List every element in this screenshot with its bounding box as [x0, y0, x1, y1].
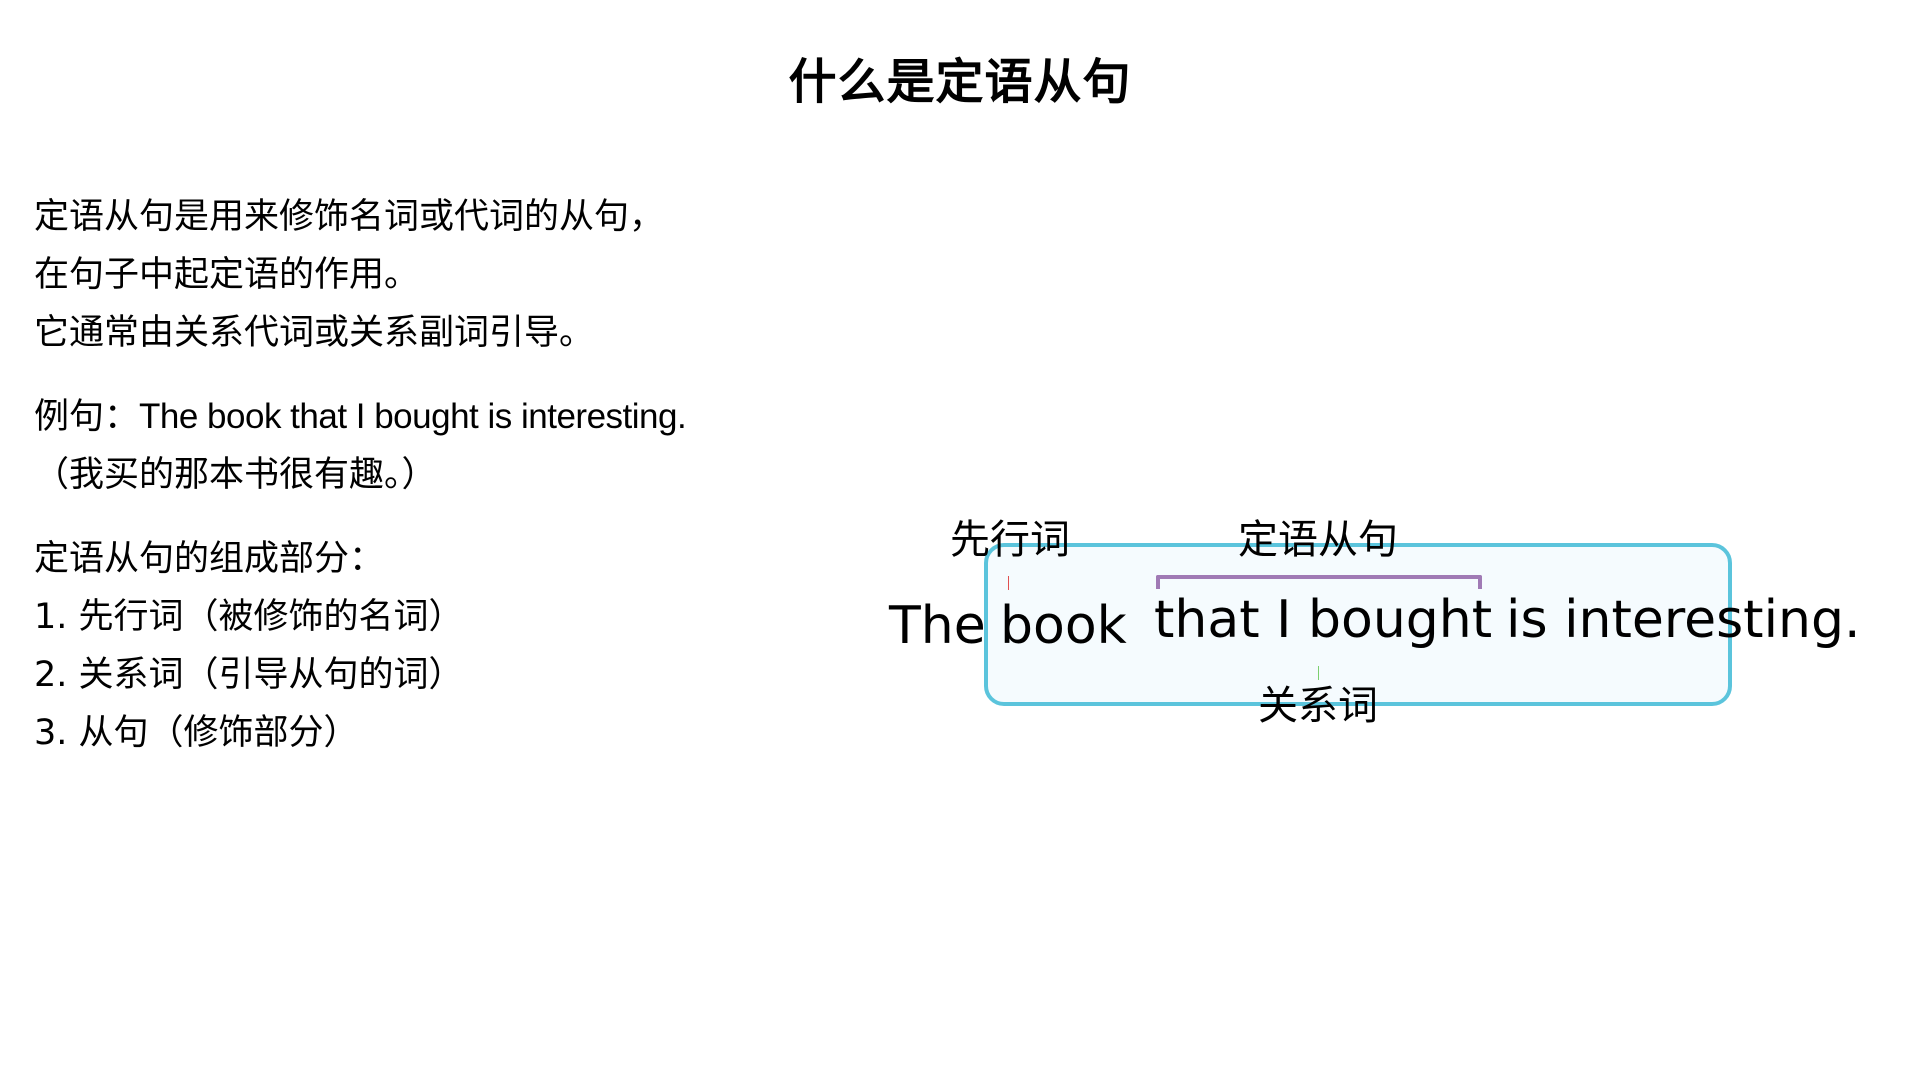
slide-title: 什么是定语从句 — [788, 54, 1132, 110]
example-sentence: The book that I bought is interesting. — [139, 397, 687, 436]
definition-line: 它通常由关系代词或关系副词引导。 — [34, 313, 595, 353]
relative-word-arrow-icon — [1318, 666, 1319, 680]
word-the: The — [889, 596, 986, 656]
example-translation: （我买的那本书很有趣。） — [34, 455, 437, 495]
explanation-column: 定语从句是用来修饰名词或代词的从句， 在句子中起定语的作用。 它通常由关系代词或… — [34, 188, 687, 762]
components-paragraph: 定语从句的组成部分： 1. 先行词（被修饰的名词） 2. 关系词（引导从句的词）… — [34, 530, 686, 762]
antecedent-label: 先行词 — [950, 517, 1070, 563]
word-book: book — [1000, 596, 1127, 656]
definition-line: 在句子中起定语的作用。 — [34, 255, 420, 295]
antecedent-arrow-icon — [1008, 576, 1009, 590]
example-paragraph: 例句：The book that I bought is interesting… — [34, 388, 687, 504]
components-heading: 定语从句的组成部分： — [34, 539, 385, 579]
word-rest: is interesting. — [1506, 590, 1861, 650]
word-clause: that I bought — [1154, 590, 1493, 650]
highlight-box — [984, 543, 1732, 706]
component-item: 1. 先行词（被修饰的名词） — [34, 597, 464, 637]
example-line: 例句：The book that I bought is interesting… — [34, 388, 687, 446]
component-item: 2. 关系词（引导从句的词） — [34, 655, 464, 695]
example-prefix: 例句： — [34, 397, 140, 437]
definition-paragraph: 定语从句是用来修饰名词或代词的从句， 在句子中起定语的作用。 它通常由关系代词或… — [34, 188, 686, 362]
relative-word-label: 关系词 — [1258, 683, 1378, 729]
relative-clause-label: 定语从句 — [1238, 517, 1398, 563]
clause-bracket — [1156, 575, 1482, 589]
definition-line: 定语从句是用来修饰名词或代词的从句， — [34, 197, 665, 237]
component-item: 3. 从句（修饰部分） — [34, 713, 359, 753]
